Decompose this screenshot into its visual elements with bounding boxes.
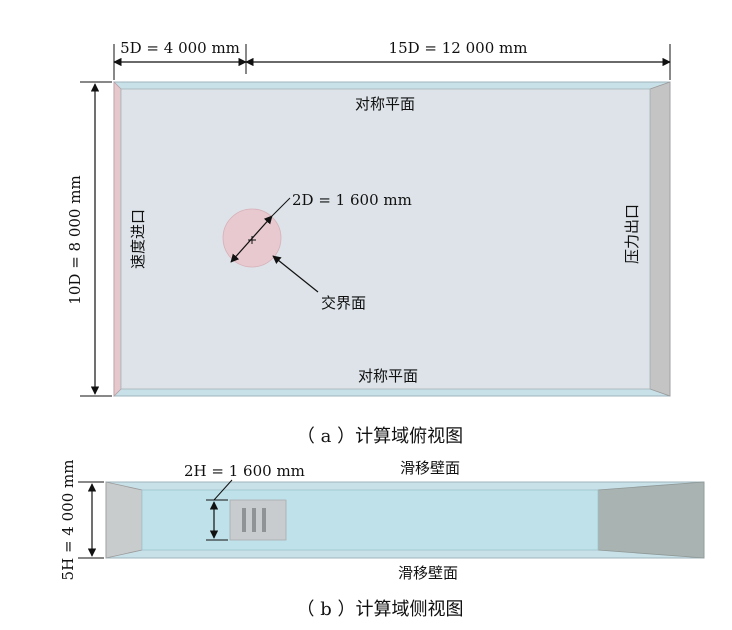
diameter-leader [271,197,291,217]
top-symmetry-label: 对称平面 [355,95,415,113]
inlet-label: 速度进口 [129,209,147,269]
caption-a: （ a ）计算域俯视图 [297,426,463,447]
side-view: 2H = 1 600 mm 5H = 4 000 mm 滑移壁面 滑移壁面 （ … [59,459,705,620]
width-dim-left-label: 5D = 4 000 mm [120,39,240,57]
cylinder-slot-1 [242,508,246,532]
interface-pointer [272,255,319,293]
interface-label: 交界面 [321,294,366,312]
side-right-end [597,481,705,559]
outlet-face [649,81,671,397]
top-domain-interior [120,88,651,390]
cylinder-body [229,499,287,541]
bottom-symmetry-label: 对称平面 [358,367,418,385]
side-fluid-region [141,489,599,551]
side-height-dim-label: 5H = 4 000 mm [59,460,77,581]
cylinder-slot-2 [252,508,256,532]
inlet-face [113,81,122,397]
side-bottom-wall-label: 滑移壁面 [398,564,458,582]
outlet-label: 压力出口 [623,204,641,264]
width-dim-right-label: 15D = 12 000 mm [389,39,528,57]
caption-b: （ b ）计算域侧视图 [297,599,464,620]
height-dim-label: 10D = 8 000 mm [66,175,84,304]
cylinder-dim-label: 2H = 1 600 mm [184,462,305,480]
side-left-end [105,481,143,559]
cylinder-leader [213,479,233,501]
diameter-label: 2D = 1 600 mm [292,191,412,209]
diameter-dimension [230,215,273,263]
side-top-wall-label: 滑移壁面 [400,459,460,477]
top-view: 对称平面 对称平面 速度进口 压力出口 2D = 1 600 mm 交界面 5D… [66,39,671,447]
cylinder-slot-3 [262,508,266,532]
